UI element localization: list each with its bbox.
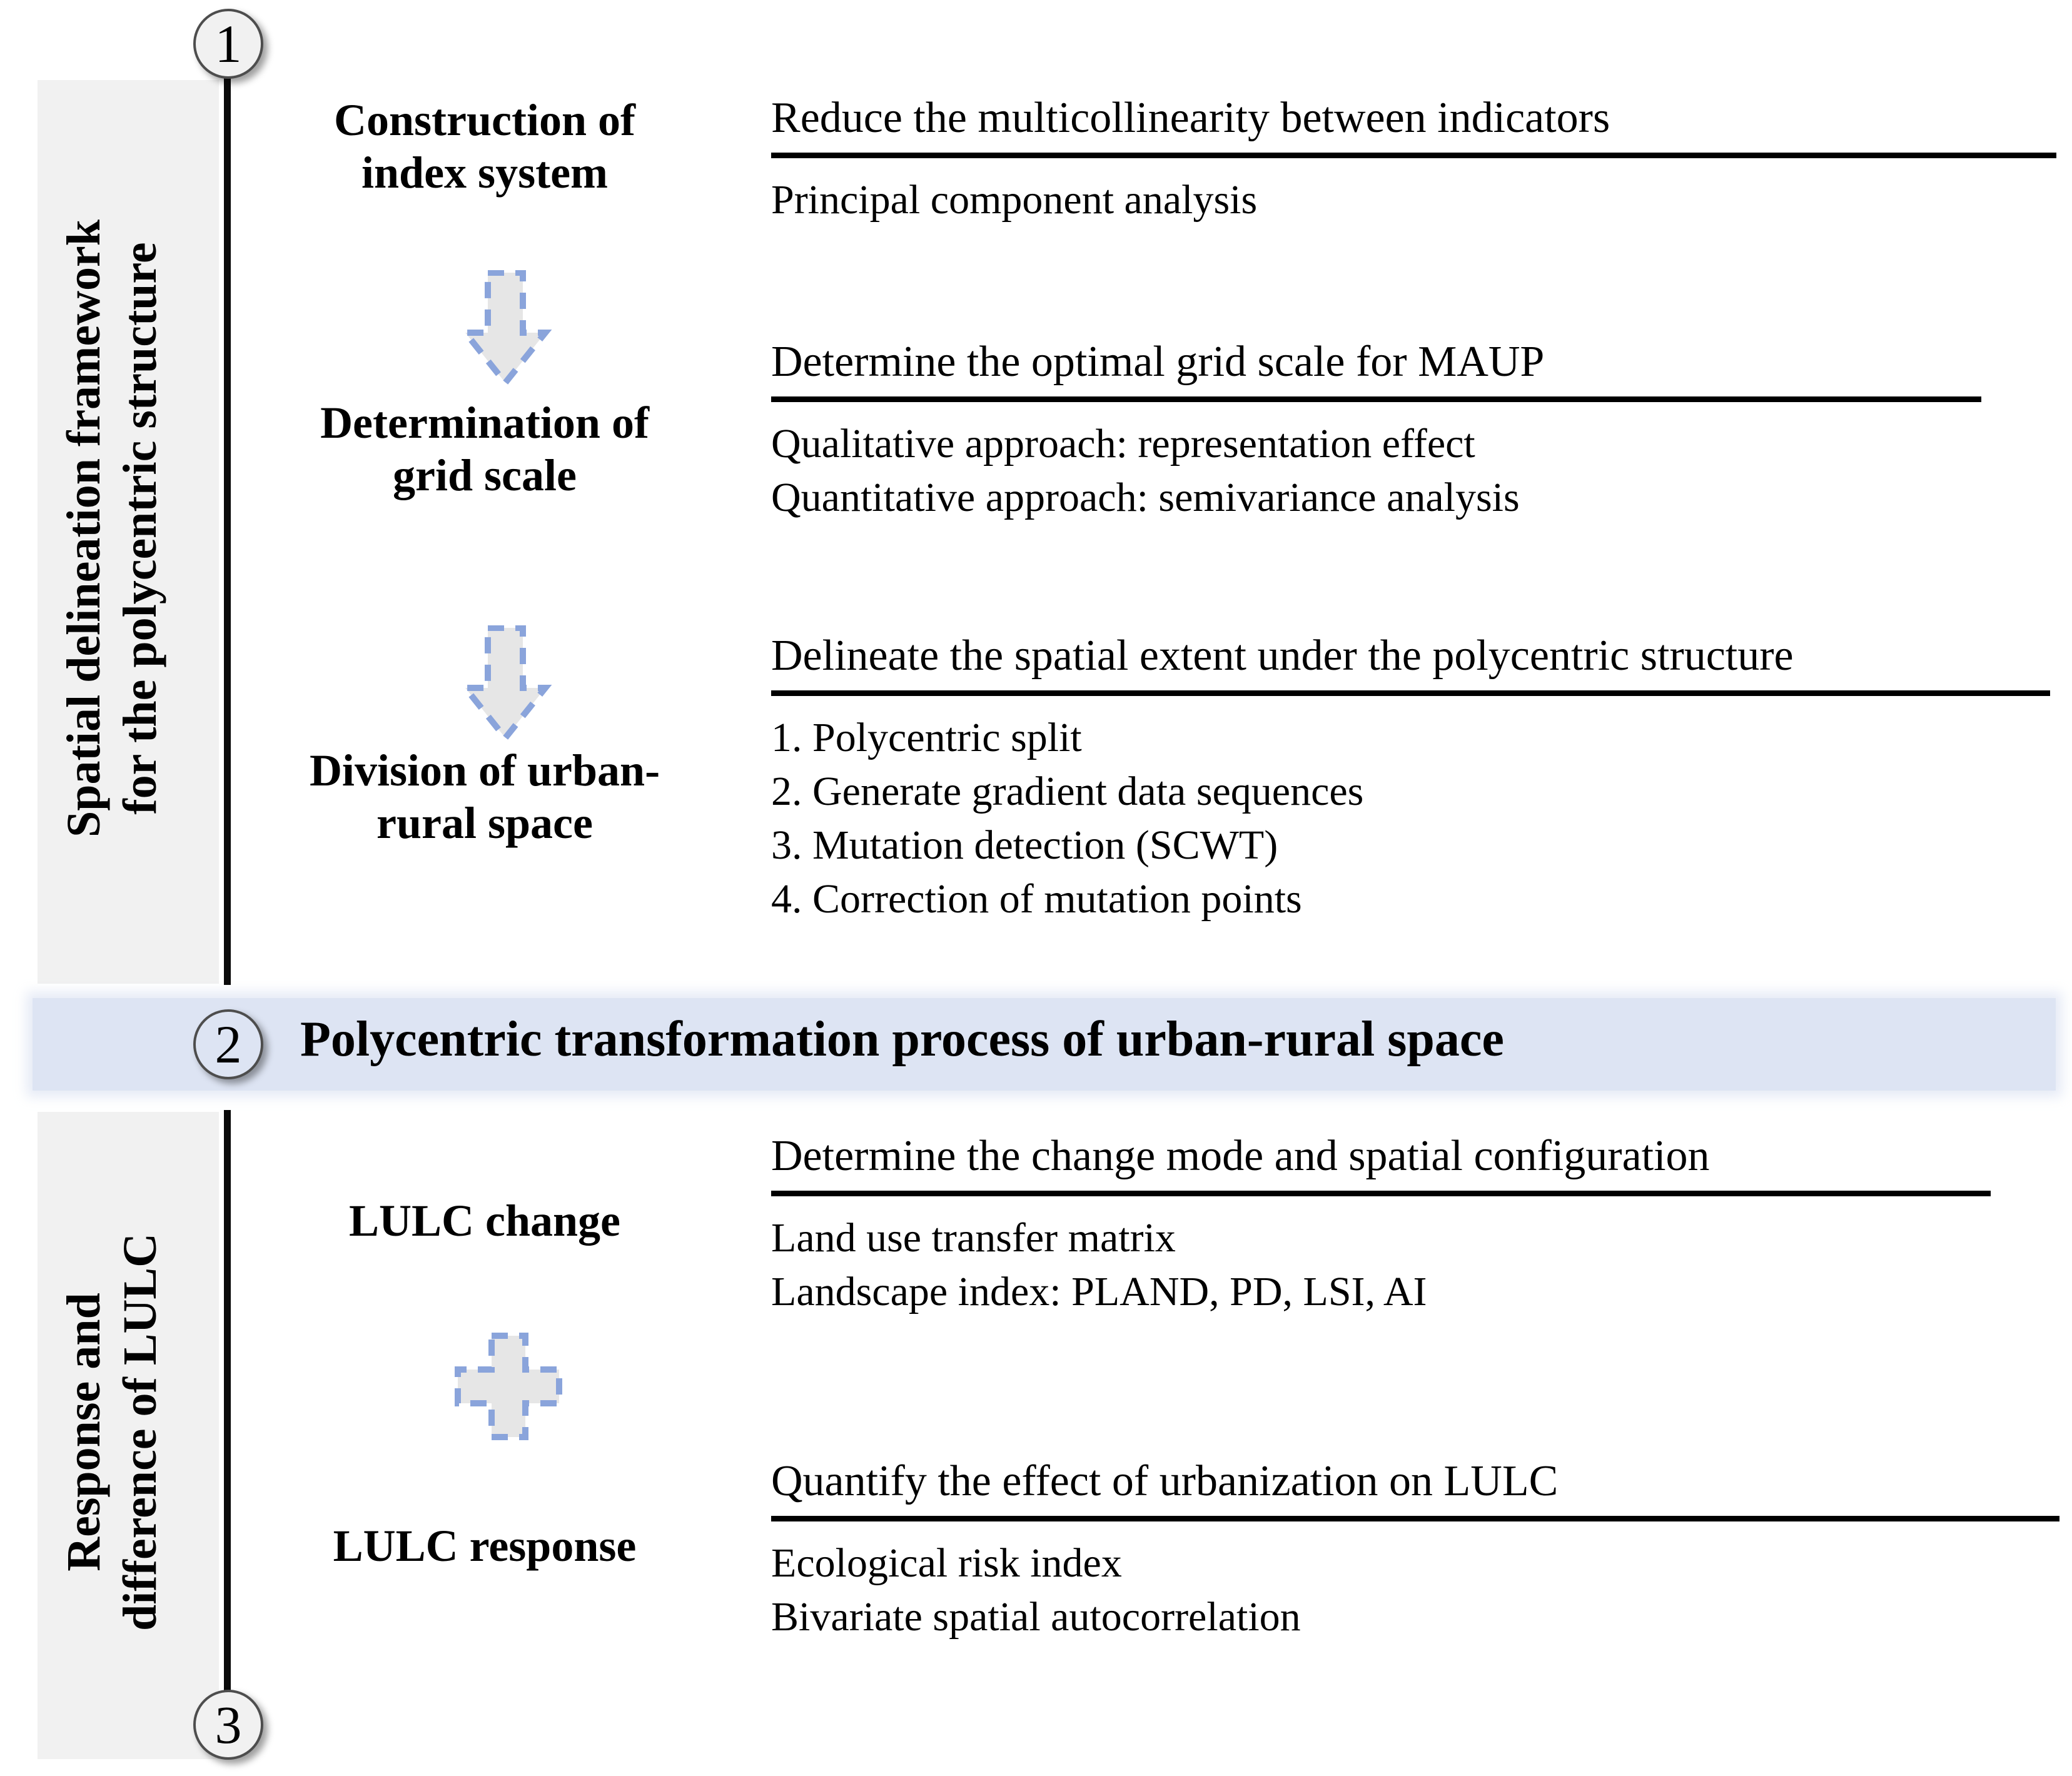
row-divider [771,690,2050,697]
rail-label-bottom: Response and difference of LULC [56,1113,168,1751]
stage-2-title: Polycentric transformation process of ur… [300,1012,1504,1067]
rail-label-top: Spatial delineation framework for the po… [56,81,168,976]
row-title-line1: Determination of [320,398,649,448]
row-detail: Quantitative approach: semivariance anal… [771,475,1520,521]
row-headline: Quantify the effect of urbanization on L… [771,1457,1559,1505]
down-arrow-icon [449,625,562,747]
rail-label-bottom-line2: difference of LULC [113,1233,166,1632]
row-body-grid-scale: Determine the optimal grid scale for MAU… [771,338,1981,525]
row-title-division: Division of urban- rural space [278,744,691,849]
row-detail: Landscape index: PLAND, PD, LSI, AI [771,1269,1427,1315]
row-title-line2: rural space [376,798,593,849]
row-detail: 3. Mutation detection (SCWT) [771,822,1278,868]
row-title-line2: index system [361,148,608,198]
down-arrow-icon [449,270,562,392]
rail-label-top-line2: for the polycentric structure [113,242,166,815]
row-headline: Determine the change mode and spatial co… [771,1132,1710,1180]
stage-marker-3: 3 [193,1690,263,1760]
row-title-lulc-change: LULC change [278,1194,691,1247]
row-detail: Qualitative approach: representation eff… [771,421,1475,467]
row-divider [771,1516,2059,1522]
row-divider [771,396,1981,403]
row-body-division: Delineate the spatial extent under the p… [771,632,2050,926]
spine-line-bottom [224,1110,231,1735]
row-detail: Ecological risk index [771,1540,1122,1587]
rail-label-bottom-line1: Response and [58,1293,110,1572]
rail-background-top [38,80,219,984]
row-title-line1: LULC response [333,1521,637,1571]
row-title-line1: Division of urban- [309,745,660,795]
stage-2-band [33,998,2056,1091]
row-headline: Determine the optimal grid scale for MAU… [771,338,1545,386]
row-detail: Land use transfer matrix [771,1215,1176,1261]
row-body-lulc-change: Determine the change mode and spatial co… [771,1132,1991,1319]
stage-marker-1: 1 [193,9,263,79]
stage-marker-2: 2 [193,1009,263,1079]
row-detail: Bivariate spatial autocorrelation [771,1594,1301,1640]
spine-line-top [224,75,231,985]
rail-background-bottom [38,1112,219,1759]
row-divider [771,1191,1991,1197]
row-headline: Reduce the multicollinearity between ind… [771,94,1610,142]
row-divider [771,153,2056,159]
row-body-construction: Reduce the multicollinearity between ind… [771,94,2056,227]
row-title-line1: Construction of [334,95,635,145]
rail-label-top-line1: Spatial delineation framework [58,219,110,837]
row-body-lulc-response: Quantify the effect of urbanization on L… [771,1457,2059,1644]
row-title-line1: LULC change [348,1196,621,1246]
plus-icon [449,1332,568,1454]
row-detail: 4. Correction of mutation points [771,875,1302,922]
row-title-grid-scale: Determination of grid scale [278,396,691,502]
row-title-lulc-response: LULC response [278,1520,691,1572]
row-title-line2: grid scale [393,450,577,501]
row-detail: 1. Polycentric split [771,715,1082,761]
row-detail: Principal component analysis [771,177,1258,223]
row-title-construction: Construction of index system [278,94,691,199]
row-detail: 2. Generate gradient data sequences [771,769,1364,815]
row-headline: Delineate the spatial extent under the p… [771,632,1794,680]
